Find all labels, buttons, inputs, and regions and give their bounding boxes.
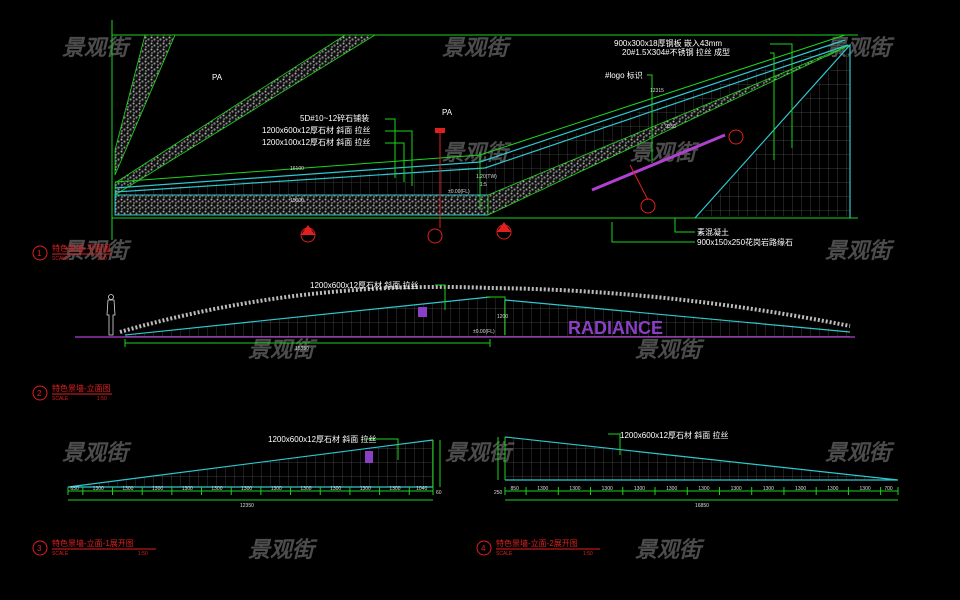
dim-start-v4: 250	[494, 490, 503, 496]
svg-text:SCALE: SCALE	[52, 396, 69, 402]
svg-text:SCALE: SCALE	[52, 551, 69, 557]
dim-end-v3: 60	[436, 490, 442, 496]
human-scale-figure-icon	[106, 294, 116, 336]
svg-text:景观街: 景观街	[635, 538, 705, 563]
svg-text:4: 4	[481, 544, 486, 553]
logo-label: #logo 标识	[605, 70, 643, 80]
dim-label: 1300	[827, 486, 838, 492]
stone-600-label: 1200x600x12厚石材 斜面 拉丝	[262, 125, 371, 135]
section-markers	[300, 128, 744, 244]
dim-label: 1300	[795, 486, 806, 492]
dim-label: 1300	[300, 486, 311, 492]
svg-text:3: 3	[37, 544, 42, 553]
stone-100-label: 1200x100x12厚石材 斜面 拉丝	[262, 137, 371, 147]
dim-label: 1300	[93, 486, 104, 492]
svg-text:景观街: 景观街	[62, 239, 132, 264]
svg-text:特色景墙-立面-2展开图: 特色景墙-立面-2展开图	[496, 538, 578, 548]
title-block-3: 3 特色景墙-立面-1展开图 SCALE 1:50	[32, 538, 156, 557]
svg-text:景观街: 景观街	[635, 338, 705, 363]
title-block-4: 4 特色景墙-立面-2展开图 SCALE 1:50	[476, 538, 600, 557]
dim-slope: 12315	[650, 88, 664, 94]
dim-label: 1300	[569, 486, 580, 492]
view2-elevation: 1200x600x12厚石材 斜面 拉丝 15350 ±0.00(FL) 120…	[75, 280, 855, 352]
dim-label: 1300	[330, 486, 341, 492]
dim-label: 1300	[602, 486, 613, 492]
title-block-2: 2 特色景墙-立面图 SCALE 1:50	[32, 383, 112, 402]
dim-label: 1300	[211, 486, 222, 492]
svg-text:SCALE: SCALE	[52, 256, 69, 262]
level-fl-v2: ±0.00(FL)	[473, 329, 495, 335]
level-fl: ±0.00(FL)	[448, 189, 470, 195]
slope-label: 1:5	[480, 182, 487, 188]
level-tw: 1.20(TW)	[476, 174, 497, 180]
stone-label-v3: 1200x600x12厚石材 斜面 拉丝	[268, 434, 377, 444]
curb-label: 900x150x250花岗岩路缘石	[697, 237, 793, 247]
steel-plate-label: 900x300x18厚钢板 嵌入43mm	[614, 38, 722, 48]
svg-text:特色景墙-平面图: 特色景墙-平面图	[52, 243, 111, 253]
pa-label-left: PA	[212, 73, 223, 82]
dim-label: 1300	[698, 486, 709, 492]
dim-label: 1300	[666, 486, 677, 492]
dim-label: 1300	[537, 486, 548, 492]
dim-total-v4: 16850	[695, 503, 709, 509]
dim-base: 15000	[290, 198, 304, 204]
svg-text:1:50: 1:50	[138, 551, 148, 557]
title-block-1: 1 特色景墙-平面图 SCALE 1:50	[32, 243, 112, 262]
height-v2: 1200	[497, 314, 508, 320]
svg-text:1:50: 1:50	[97, 256, 107, 262]
svg-text:1:50: 1:50	[583, 551, 593, 557]
dim-total-v3: 12350	[240, 503, 254, 509]
svg-text:景观街: 景观街	[630, 141, 700, 166]
svg-text:景观街: 景观街	[825, 239, 895, 264]
radiance-sign: RADIANCE	[568, 318, 663, 338]
gravel-label: 5D#10~12碎石铺装	[300, 113, 369, 123]
dim-label: 850	[511, 486, 520, 492]
dim-label: 1300	[122, 486, 133, 492]
svg-text:景观街: 景观街	[248, 538, 318, 563]
dim-label: 1300	[860, 486, 871, 492]
svg-text:景观街: 景观街	[442, 36, 512, 61]
dim-label: 1300	[271, 486, 282, 492]
svg-text:景观街: 景观街	[62, 36, 132, 61]
svg-text:特色景墙-立面图: 特色景墙-立面图	[52, 383, 111, 393]
svg-text:特色景墙-立面-1展开图: 特色景墙-立面-1展开图	[52, 538, 134, 548]
view3-unfolded-elevation: 1200x600x12厚石材 斜面 拉丝 650 1300 1300 1300 1300…	[67, 434, 442, 509]
dim-label: 1300	[731, 486, 742, 492]
pa-label-mid: PA	[442, 108, 453, 117]
dim-label: 1300	[389, 486, 400, 492]
stone-label-v4: 1200x600x12厚石材 斜面 拉丝	[620, 430, 729, 440]
dimension-row-v3: 650 1300 1300 1300 1300 1300 1300 1300 1300 1300 1…	[67, 486, 434, 495]
dim-label: 1300	[241, 486, 252, 492]
stone-label-v2: 1200x600x12厚石材 斜面 拉丝	[310, 280, 419, 290]
dim-label: 1300	[152, 486, 163, 492]
curb-note-label: 素混凝土	[697, 227, 729, 237]
dim-label: 1300	[360, 486, 371, 492]
svg-text:2: 2	[37, 389, 42, 398]
svg-text:景观街: 景观街	[248, 338, 318, 363]
steel-304-label: 20#1.5X304#不锈钢 拉丝 成型	[622, 47, 730, 57]
dimension-row-v4: 850 1300 1300 1300 1300 1300 1300 1300 1300 1300 1…	[504, 486, 899, 495]
svg-text:景观街: 景观街	[445, 441, 515, 466]
view4-unfolded-elevation: 1200x600x12厚石材 斜面 拉丝 850 1300 1300 1300 1300…	[494, 430, 899, 509]
svg-text:景观街: 景观街	[825, 441, 895, 466]
dim-label: 1040	[416, 486, 427, 492]
dim-label: 650	[70, 486, 79, 492]
svg-text:1:50: 1:50	[97, 396, 107, 402]
svg-text:SCALE: SCALE	[496, 551, 513, 557]
view1-plan: PA PA 900x300x18厚钢板 嵌入43mm 20#1.5X304#不锈…	[111, 20, 858, 247]
svg-text:景观街: 景观街	[62, 441, 132, 466]
dim-top: 16100	[290, 166, 304, 172]
dim-mid: 9350	[665, 124, 676, 130]
dim-label: 700	[884, 486, 893, 492]
svg-text:1: 1	[37, 249, 42, 258]
dim-label: 1300	[634, 486, 645, 492]
dim-label: 1300	[763, 486, 774, 492]
dim-total-v2: 15350	[295, 346, 309, 352]
dim-label: 1300	[182, 486, 193, 492]
